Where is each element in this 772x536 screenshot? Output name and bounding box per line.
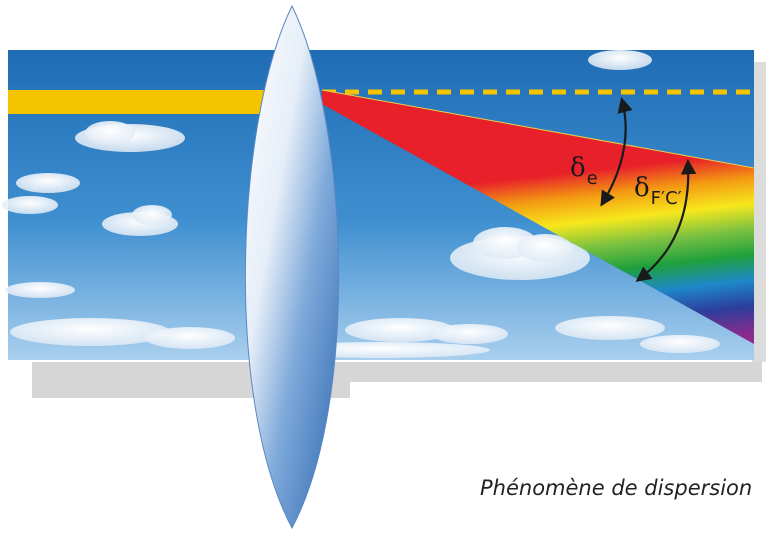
angle-arrow-fc	[635, 158, 697, 282]
angle-arrow-e	[600, 97, 633, 207]
incident-beam	[8, 90, 270, 114]
label-delta-e-subscript: e	[587, 168, 598, 189]
cloud	[555, 316, 665, 340]
cloud	[85, 121, 135, 145]
clouds	[2, 50, 720, 358]
cloud	[10, 318, 170, 346]
cloud	[432, 324, 508, 344]
lens	[244, 4, 340, 530]
cloud	[345, 318, 455, 342]
cloud	[517, 234, 573, 262]
cloud	[132, 205, 172, 225]
label-delta-e: δe	[570, 153, 598, 189]
cloud	[640, 335, 720, 353]
cloud	[588, 50, 652, 70]
label-delta-fc: δF′C′	[634, 173, 682, 209]
spectrum-edge	[321, 89, 755, 169]
panel-shadow-right	[752, 62, 766, 362]
cloud	[2, 196, 58, 214]
panel-shadow	[32, 362, 762, 398]
label-delta-fc-subscript: F′C′	[651, 188, 682, 209]
cloud	[145, 327, 235, 349]
cloud	[5, 282, 75, 298]
diagram-caption: Phénomène de dispersion	[480, 476, 753, 500]
cloud	[16, 173, 80, 193]
